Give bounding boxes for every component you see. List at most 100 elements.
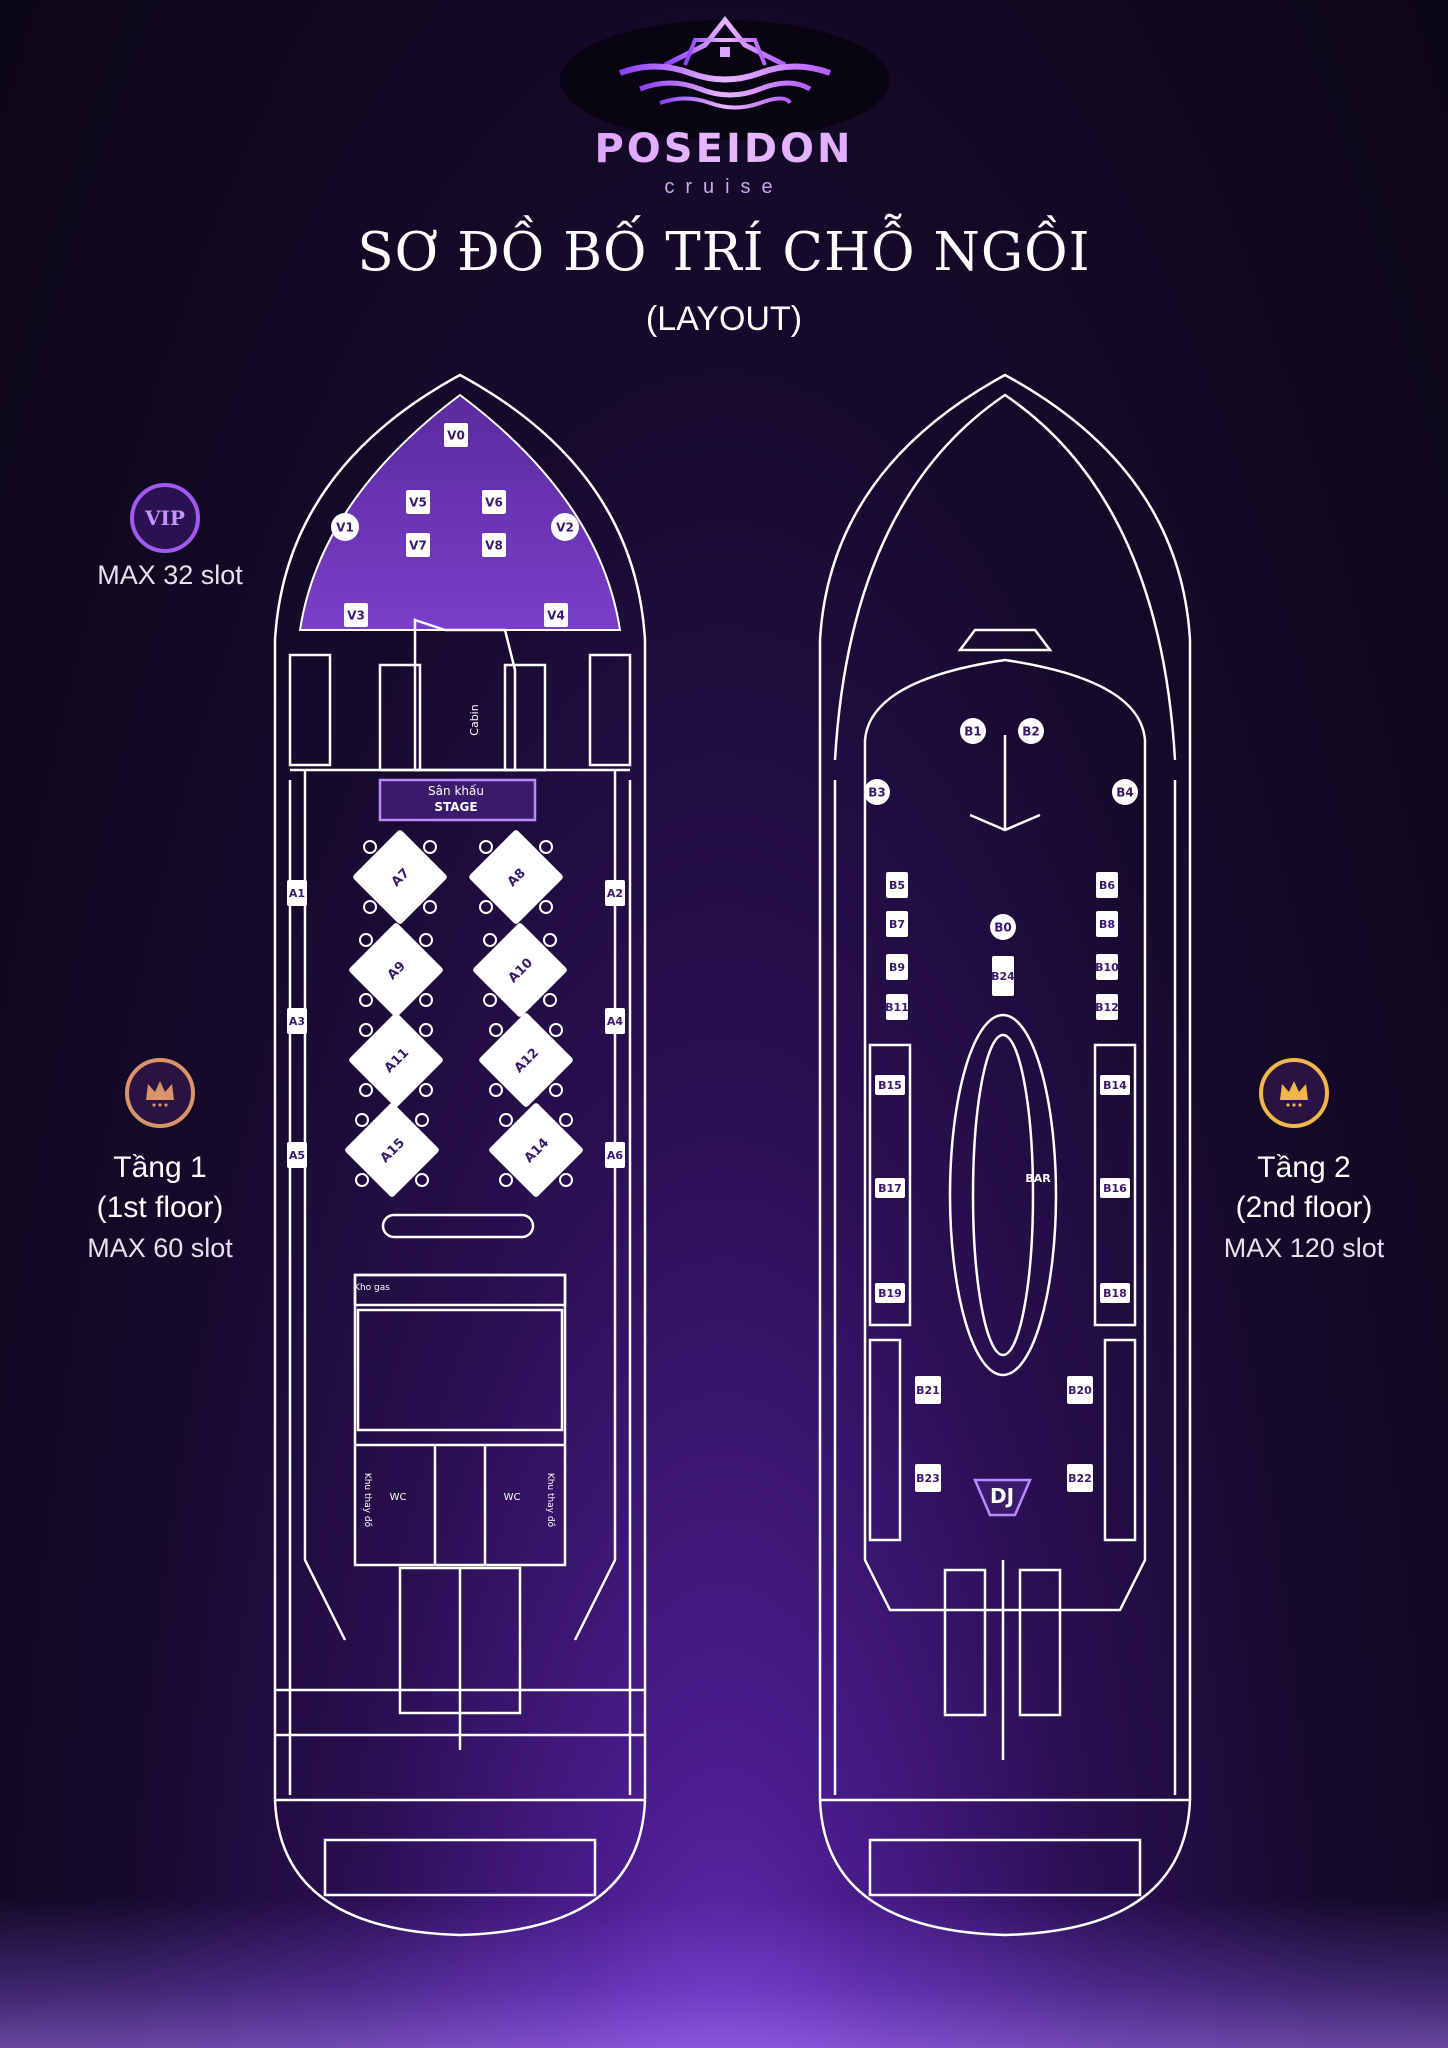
crown-icon: [146, 1081, 174, 1107]
seat-v3: V3: [344, 603, 368, 627]
floor1-name: Tầng 1: [113, 1151, 207, 1184]
seat-a5: A5: [287, 1142, 307, 1168]
vip-badge-label: VIP: [145, 506, 185, 530]
changing-room-right-label: Khu thay đồ: [545, 1473, 556, 1528]
svg-text:B18: B18: [1103, 1287, 1127, 1300]
svg-text:B14: B14: [1103, 1079, 1127, 1092]
seat-a10: A10: [473, 923, 567, 1017]
floor1-badge: [125, 1058, 195, 1128]
floor1-capacity: MAX 60 slot: [87, 1233, 233, 1263]
seat-b8: B8: [1096, 911, 1118, 937]
svg-text:B15: B15: [878, 1079, 902, 1092]
floor2-legend: Tầng 2 (2nd floor) MAX 120 slot: [1184, 1148, 1424, 1268]
page-subtitle: (LAYOUT): [645, 300, 803, 338]
seat-v7: V7: [406, 533, 430, 557]
svg-text:B24: B24: [991, 970, 1015, 983]
svg-text:V3: V3: [347, 609, 365, 623]
svg-text:B2: B2: [1022, 724, 1040, 738]
svg-text:A5: A5: [289, 1149, 305, 1162]
seat-b4: B4: [1112, 779, 1138, 805]
seat-b7: B7: [886, 911, 908, 937]
floor2-name-en: (2nd floor): [1235, 1191, 1373, 1224]
svg-text:A3: A3: [289, 1015, 305, 1028]
svg-text:B6: B6: [1099, 879, 1115, 892]
seat-a9: A9: [349, 923, 443, 1017]
svg-text:A2: A2: [607, 887, 623, 900]
stage-label-en: STAGE: [434, 800, 477, 814]
seat-b18: B18: [1100, 1283, 1130, 1303]
seat-a15: A15: [345, 1103, 439, 1197]
seat-b1: B1: [960, 718, 986, 744]
floor1-name-en: (1st floor): [96, 1191, 224, 1224]
seat-v8: V8: [482, 533, 506, 557]
seat-a1: A1: [287, 880, 307, 906]
seat-b5: B5: [886, 872, 908, 898]
svg-text:V7: V7: [409, 539, 427, 553]
changing-room-left-label: Khu thay đồ: [362, 1473, 373, 1528]
brand-tagline: cruise: [664, 176, 784, 198]
vip-legend: MAX 32 slot: [60, 555, 280, 595]
svg-text:B1: B1: [964, 724, 982, 738]
wc-left-label: WC: [390, 1492, 407, 1503]
svg-text:A6: A6: [607, 1149, 624, 1162]
floor-glow: [0, 1898, 1448, 2048]
svg-text:B22: B22: [1068, 1472, 1092, 1485]
seat-a14: A14: [489, 1103, 583, 1197]
svg-text:B12: B12: [1095, 1001, 1119, 1014]
bar-label: BAR: [1025, 1172, 1051, 1185]
svg-text:V1: V1: [336, 521, 354, 535]
dj-label: DJ: [990, 1484, 1014, 1508]
svg-text:B23: B23: [916, 1472, 940, 1485]
seat-v2: V2: [551, 513, 579, 541]
svg-text:B11: B11: [885, 1001, 909, 1014]
floor1-legend: Tầng 1 (1st floor) MAX 60 slot: [40, 1148, 280, 1268]
seat-b17: B17: [875, 1178, 905, 1198]
svg-text:B21: B21: [916, 1384, 940, 1397]
svg-text:B3: B3: [868, 785, 886, 799]
vip-badge: VIP: [130, 483, 200, 553]
svg-text:B4: B4: [1116, 785, 1134, 799]
seat-b3: B3: [864, 779, 890, 805]
seat-v1: V1: [331, 513, 359, 541]
seat-b19: B19: [875, 1283, 905, 1303]
svg-text:V2: V2: [556, 521, 574, 535]
seat-b9: B9: [886, 954, 908, 980]
seat-b23: B23: [915, 1464, 941, 1492]
seat-v4: V4: [544, 603, 568, 627]
seat-b20: B20: [1067, 1376, 1093, 1404]
floor1-ship: [273, 373, 647, 1937]
seat-b21: B21: [915, 1376, 941, 1404]
svg-text:B17: B17: [878, 1182, 902, 1195]
seat-v5: V5: [406, 490, 430, 514]
storage-label: Kho gas: [354, 1283, 390, 1293]
seat-a4: A4: [605, 1008, 625, 1034]
seat-a11: A11: [349, 1013, 443, 1107]
svg-text:B0: B0: [994, 920, 1012, 934]
seat-b2: B2: [1018, 718, 1044, 744]
seat-b10: B10: [1095, 954, 1119, 980]
svg-text:B19: B19: [878, 1287, 902, 1300]
wc-right-label: WC: [504, 1492, 521, 1503]
svg-text:B7: B7: [889, 918, 905, 931]
seat-b15: B15: [875, 1075, 905, 1095]
floor2-name: Tầng 2: [1257, 1151, 1351, 1184]
seat-b12: B12: [1095, 994, 1119, 1020]
brand-name: POSEIDON: [0, 126, 1448, 172]
svg-text:B5: B5: [889, 879, 905, 892]
floor2-capacity: MAX 120 slot: [1223, 1233, 1385, 1263]
svg-text:B16: B16: [1103, 1182, 1127, 1195]
seat-a7: A7: [353, 830, 447, 924]
cabin-label: Cabin: [468, 704, 481, 735]
svg-text:V8: V8: [485, 539, 503, 553]
svg-text:B10: B10: [1095, 961, 1119, 974]
seat-a6: A6: [605, 1142, 625, 1168]
seat-v0: V0: [444, 423, 468, 447]
svg-text:A1: A1: [289, 887, 305, 900]
svg-text:V6: V6: [485, 496, 503, 510]
stage-label-vi: Sân khấu: [428, 784, 484, 798]
svg-text:B20: B20: [1068, 1384, 1092, 1397]
svg-text:V5: V5: [409, 496, 427, 510]
seat-a3: A3: [287, 1008, 307, 1034]
